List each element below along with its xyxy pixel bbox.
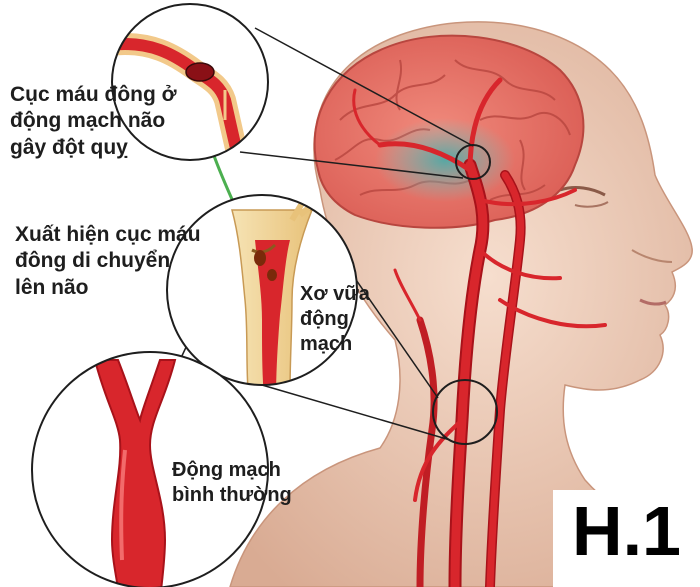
inset-atherosclerosis	[166, 194, 358, 386]
figure-tag: H.1	[572, 492, 681, 570]
label-moving-clot: Xuất hiện cục máu đông di chuyển lên não	[15, 223, 201, 299]
brain-focus-circle	[455, 144, 491, 180]
label-brain-clot: Cục máu đông ở động mạch não gây đột quỵ	[10, 83, 177, 159]
inset-normal-artery	[31, 351, 269, 587]
neck-focus-circle	[432, 379, 498, 445]
carotid-arteries	[352, 77, 607, 587]
figure-tag-box: H.1	[553, 490, 700, 587]
label-normal-artery: Động mạch bình thường	[172, 459, 292, 506]
label-atherosclerosis: Xơ vữa động mạch	[300, 283, 370, 355]
